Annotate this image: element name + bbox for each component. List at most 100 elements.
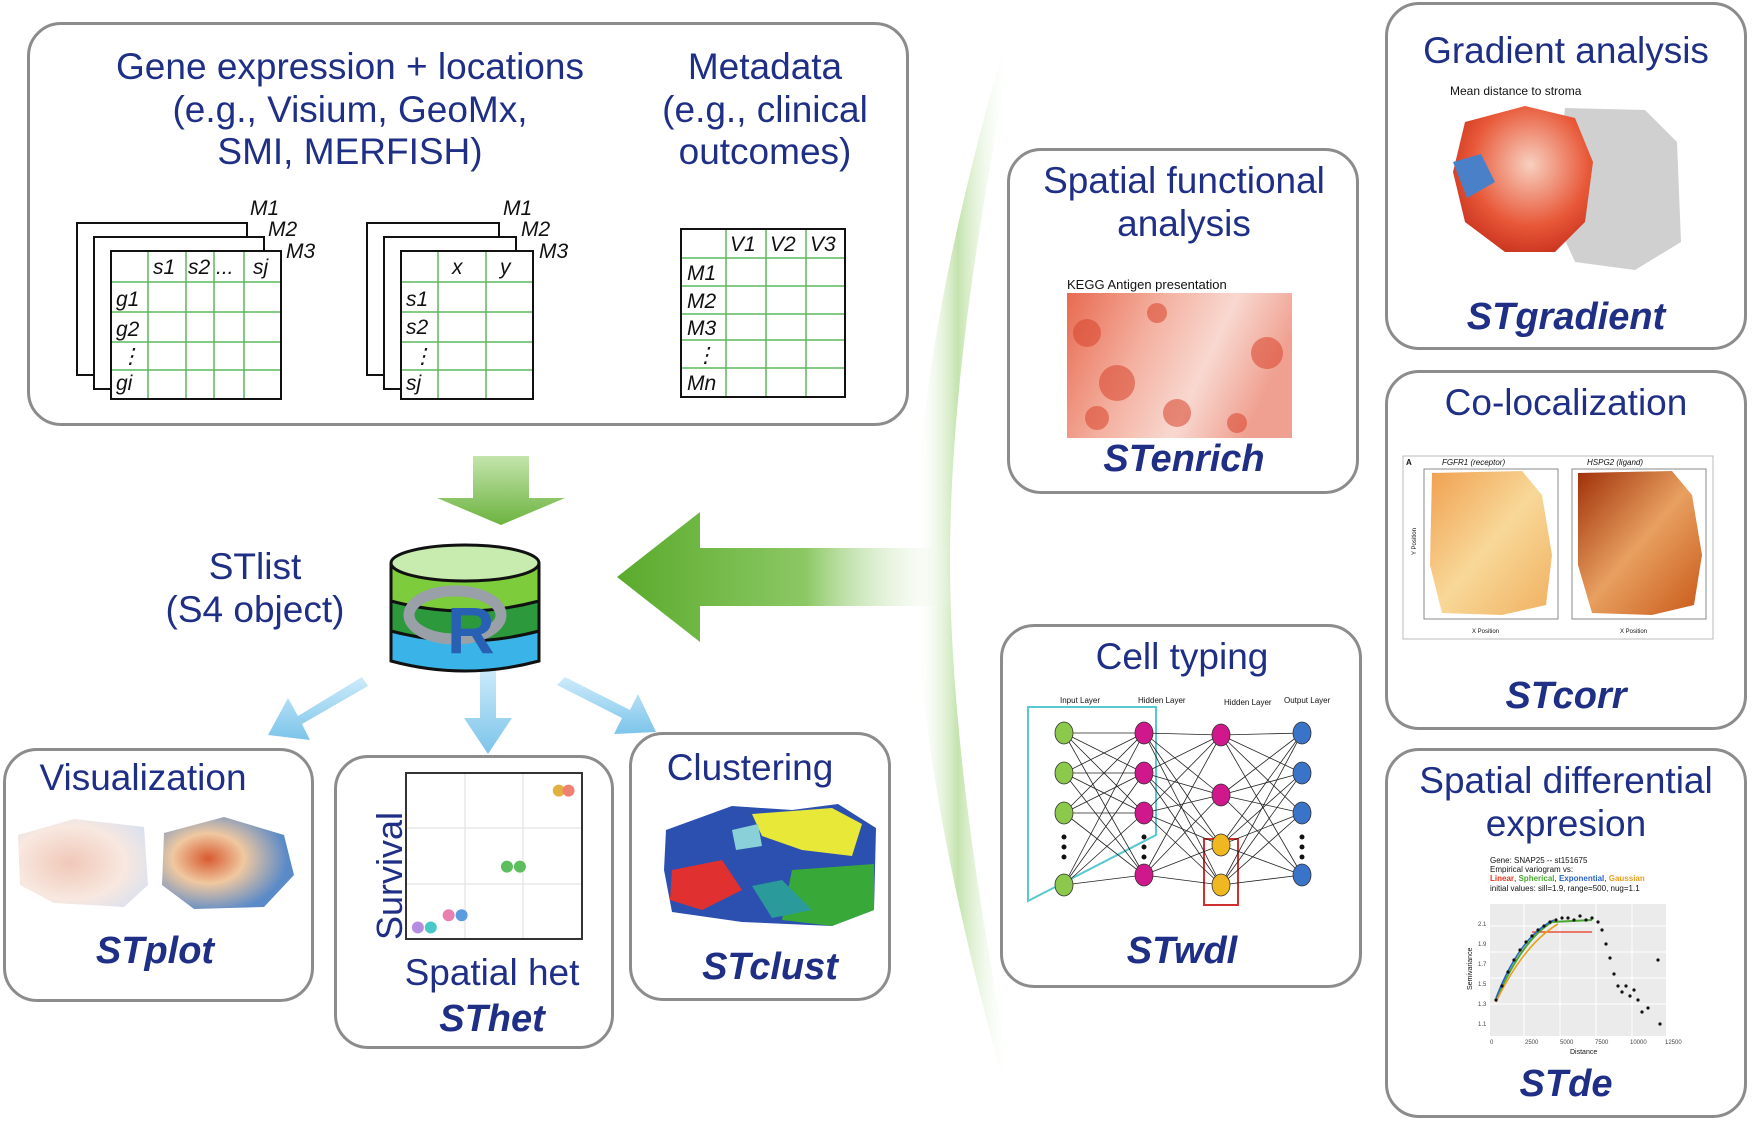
nn-edge <box>1143 734 1222 876</box>
nn-edge <box>1220 794 1303 876</box>
coord-row-s1: s1 <box>406 288 429 311</box>
scatter-point <box>562 784 575 797</box>
model-spherical: Spherical <box>1518 874 1555 884</box>
coord-row-sj: sj <box>406 372 422 395</box>
meta-col-v2: V2 <box>770 233 796 256</box>
nn-node <box>1211 723 1231 747</box>
model-gaussian: Gaussian <box>1608 874 1645 884</box>
stplot-label: STplot <box>95 930 215 972</box>
meta-col-v3: V3 <box>810 233 836 256</box>
variogram-point <box>1612 972 1616 976</box>
nn-edge <box>1063 772 1145 886</box>
nn-edge <box>1220 732 1303 796</box>
nn-edge <box>1220 812 1303 886</box>
nn-ellipsis-dot <box>1061 834 1067 840</box>
variogram-point <box>1640 1010 1644 1014</box>
variogram-xtick: 7500 <box>1595 1040 1609 1046</box>
stwdl-label: STwdl <box>1126 930 1238 972</box>
spatial-het-axis-label: Spatial het <box>404 952 580 993</box>
coord-col-x: x <box>452 256 463 279</box>
nn-edge <box>1220 772 1303 886</box>
variogram-point <box>1512 958 1516 962</box>
coord-row-s2: s2 <box>406 316 429 339</box>
nn-node <box>1292 863 1312 887</box>
nn-ellipsis-dot <box>1061 854 1067 860</box>
expr-row-gi: gi <box>116 372 133 395</box>
nn-edge <box>1220 794 1303 814</box>
variogram-point <box>1506 970 1510 974</box>
nn-node <box>1134 801 1154 825</box>
nn-edge <box>1143 732 1222 846</box>
coloc-axis-x-1: X Position <box>1472 629 1499 635</box>
gradient-map <box>1453 106 1681 270</box>
variogram-point <box>1530 934 1534 938</box>
variogram-point <box>1548 920 1552 924</box>
visualization-maps <box>18 817 294 909</box>
variogram-point <box>1608 956 1612 960</box>
meta-row-dots: ⋮ <box>695 344 716 367</box>
coloc-title: Co-localization <box>1444 382 1688 423</box>
nn-edge <box>1143 772 1222 846</box>
variogram-point <box>1590 916 1594 920</box>
variogram-xtick: 10000 <box>1630 1040 1647 1046</box>
nn-edge <box>1220 732 1303 846</box>
variogram-point <box>1536 928 1540 932</box>
nn-node <box>1054 873 1074 897</box>
nn-layer-input: Input Layer <box>1060 696 1100 705</box>
variogram-ytick: 1.7 <box>1478 962 1487 968</box>
scatter-point <box>552 784 565 797</box>
variogram-xlabel: Distance <box>1570 1049 1597 1056</box>
blue-arrows <box>268 668 656 754</box>
variogram-ytick: 1.9 <box>1478 942 1487 948</box>
coloc-panel-letter: A <box>1406 458 1412 467</box>
nn-edge <box>1063 772 1145 876</box>
variogram-point <box>1572 918 1576 922</box>
variogram-point <box>1494 998 1498 1002</box>
r-logo-letter: R <box>447 593 495 667</box>
variogram-xtick: 12500 <box>1665 1040 1682 1046</box>
coord-col-y: y <box>500 256 511 279</box>
nn-layer-hidden2: Hidden Layer <box>1224 698 1272 707</box>
nn-node <box>1134 863 1154 887</box>
expr-col-s1: s1 <box>153 256 176 279</box>
gene-expression-title: Gene expression + locations(e.g., Visium… <box>116 46 584 173</box>
nn-ellipsis-dot <box>1141 854 1147 860</box>
coord-stack-label-m3: M3 <box>539 240 569 263</box>
variogram-xtick: 2500 <box>1525 1040 1539 1046</box>
big-left-arrow <box>617 512 960 642</box>
stcorr-label: STcorr <box>1505 675 1627 717</box>
expr-col-s2: s2 <box>188 256 211 279</box>
nn-edge <box>1220 844 1303 876</box>
stenrich-label: STenrich <box>1103 438 1265 480</box>
coloc-panel-title-2: HSPG2 (ligand) <box>1587 458 1643 467</box>
coloc-axis-y: Y Position <box>1412 528 1418 555</box>
variogram-point <box>1624 984 1628 988</box>
variogram-point <box>1632 988 1636 992</box>
nn-layer-hidden1: Hidden Layer <box>1138 696 1186 705</box>
gradient-title: Gradient analysis <box>1423 30 1709 71</box>
metadata-table <box>680 228 846 398</box>
nn-ellipsis-dot <box>1061 844 1067 850</box>
stack-label-m3: M3 <box>286 240 316 263</box>
nn-ellipsis-dot <box>1141 834 1147 840</box>
scatter-point <box>442 909 455 922</box>
variogram-point <box>1542 924 1546 928</box>
clustering-map <box>664 804 876 926</box>
variogram-point <box>1566 916 1570 920</box>
variogram-header: Gene: SNAP25 -- st151675 Empirical vario… <box>1490 856 1645 893</box>
variogram-point <box>1620 990 1624 994</box>
nn-edge <box>1143 812 1222 846</box>
variogram-point <box>1518 948 1522 952</box>
nn-node <box>1134 761 1154 785</box>
nn-node <box>1292 761 1312 785</box>
scatter-point <box>424 921 437 934</box>
expr-row-g2: g2 <box>116 318 140 341</box>
variogram-point <box>1646 1006 1650 1010</box>
variogram-ytick: 1.3 <box>1478 1002 1487 1008</box>
variogram-point <box>1658 1022 1662 1026</box>
variogram-point <box>1656 958 1660 962</box>
nn-node <box>1211 833 1231 857</box>
scatter-point <box>500 860 513 873</box>
